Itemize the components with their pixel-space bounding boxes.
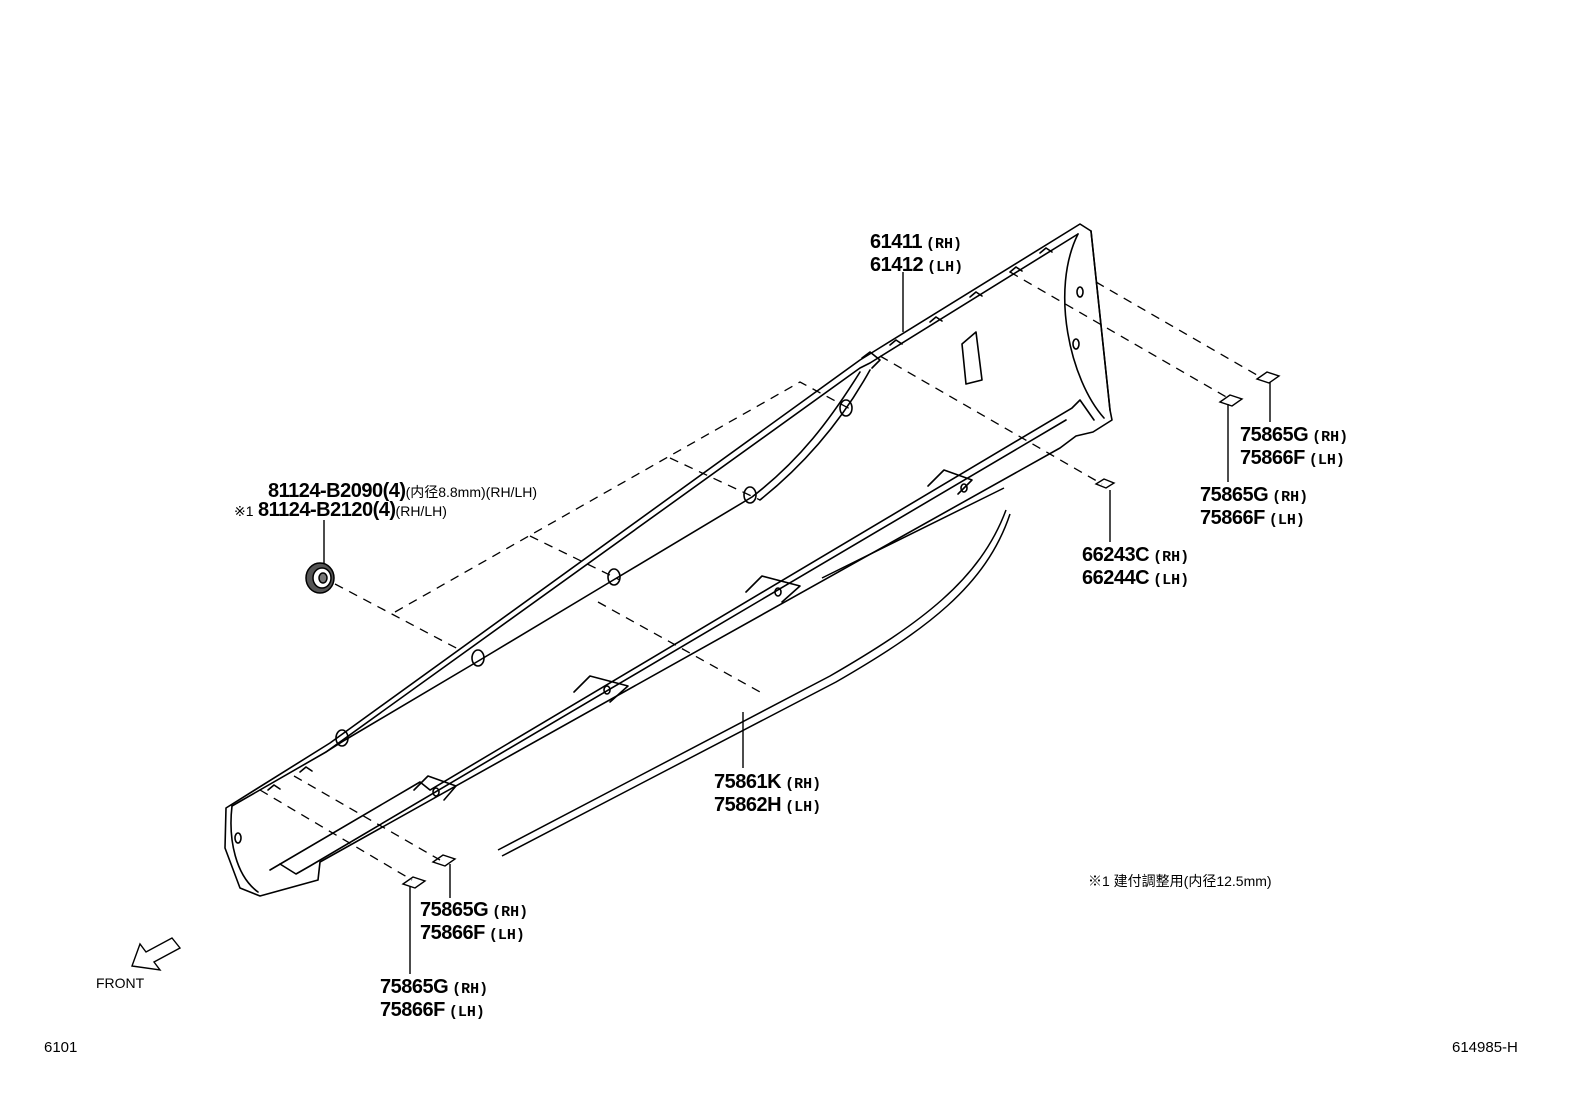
label-clip-top-right-1: 75865G(RH) 75866F(LH) bbox=[1240, 424, 1349, 469]
rocker-front-face bbox=[230, 805, 259, 893]
label-66243c-66244c: 66243C(RH) 66244C(LH) bbox=[1082, 544, 1190, 589]
front-arrow-icon bbox=[131, 937, 182, 971]
clip-icons bbox=[401, 371, 1281, 889]
label-81124-b2090: 81124-B2090(4)(内径8.8mm)(RH/LH) bbox=[268, 480, 538, 502]
moulding-strip bbox=[497, 487, 1011, 857]
footnote: ※1 建付調整用(内径12.5mm) bbox=[1088, 873, 1272, 889]
rocker-panel-outline bbox=[224, 223, 1113, 897]
wheel-arch-edge bbox=[325, 371, 861, 753]
lower-channel bbox=[269, 399, 1095, 871]
label-81124-b2120: ※1 81124-B2120(4)(RH/LH) bbox=[234, 499, 447, 521]
label-clip-top-right-2: 75865G(RH) 75866F(LH) bbox=[1200, 484, 1309, 529]
front-label: FRONT bbox=[96, 975, 145, 991]
page-code-left: 6101 bbox=[44, 1039, 78, 1056]
grommet-icon bbox=[305, 562, 335, 594]
label-75861k-75862h: 75861K(RH) 75862H(LH) bbox=[714, 771, 822, 816]
page-code-right: 614985-H bbox=[1452, 1039, 1518, 1056]
label-clip-bottom-left-2: 75865G(RH) 75866F(LH) bbox=[380, 976, 489, 1021]
label-clip-bottom-left-1: 75865G(RH) 75866F(LH) bbox=[420, 899, 529, 944]
rocker-rear-face bbox=[1063, 233, 1105, 419]
panel-cutout bbox=[961, 331, 983, 385]
label-61411-61412: 61411(RH) 61412(LH) bbox=[870, 231, 964, 276]
